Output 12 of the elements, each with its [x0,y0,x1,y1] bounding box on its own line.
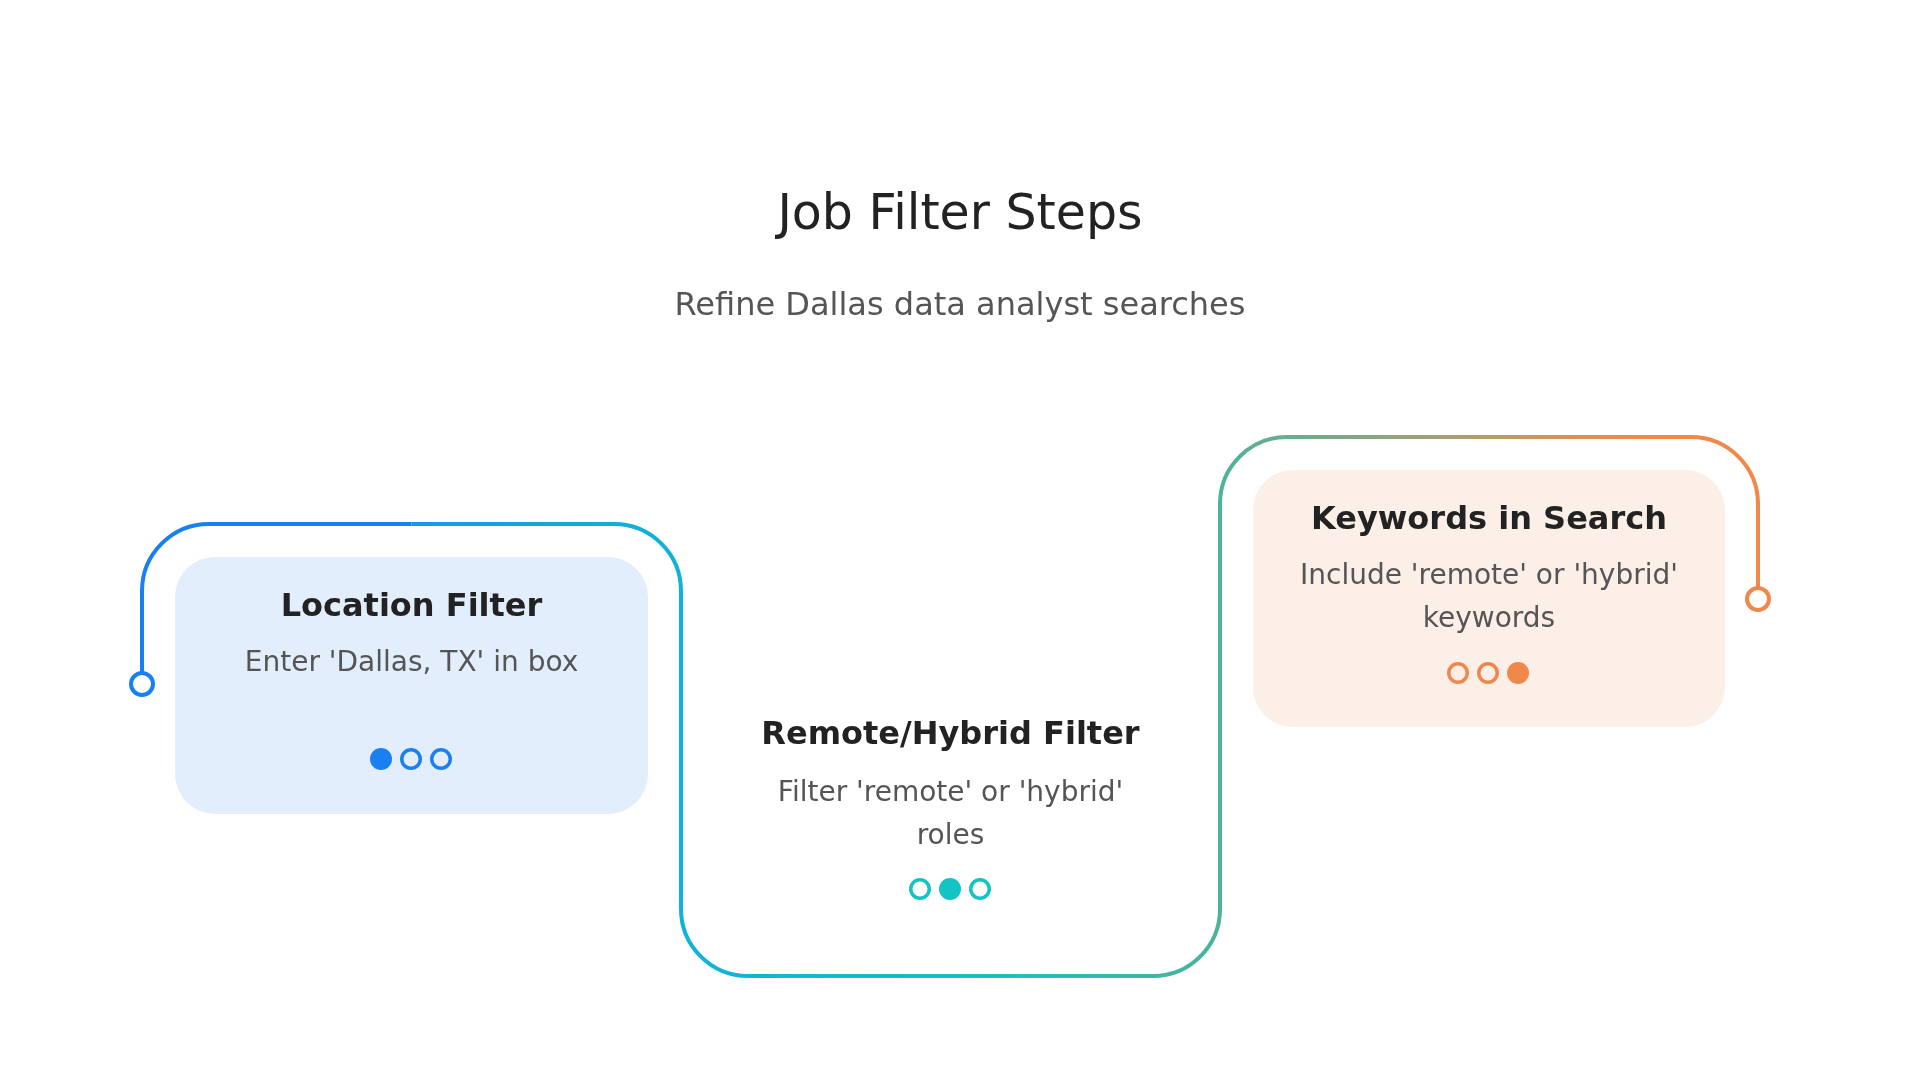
step-title: Keywords in Search [1311,498,1667,539]
connector-line [1218,435,1489,690]
step-description: Filter 'remote' or 'hybrid' roles [776,774,1125,853]
subtitle: Refine Dallas data analyst searches [674,284,1246,325]
connector-line [411,522,683,692]
step-description: Include 'remote' or 'hybrid' keywords [1299,557,1679,636]
step-title: Remote/Hybrid Filter [761,713,1140,754]
step-title: Location Filter [280,585,543,626]
step-card [175,557,648,814]
diagram-title: Job Filter Steps [777,183,1143,243]
step-description: Enter 'Dallas, TX' in box [244,644,579,680]
step-card [1253,470,1725,727]
